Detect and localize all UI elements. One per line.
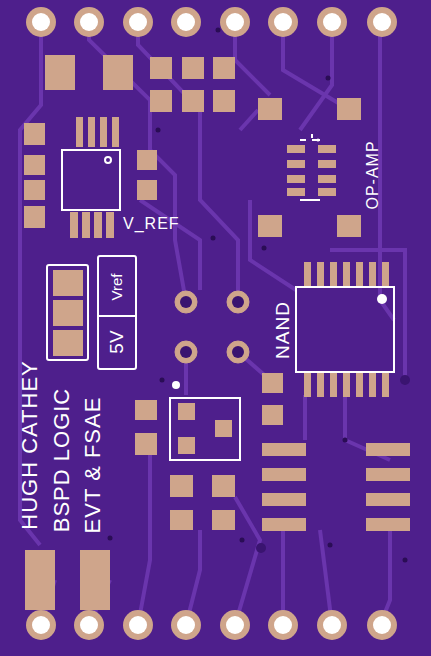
vias [88, 28, 408, 563]
ic-pin [330, 262, 337, 287]
drill-hole [274, 616, 292, 634]
header-pad [123, 7, 153, 37]
component-label: V_REF [123, 215, 180, 232]
header-pad [26, 610, 56, 640]
component-label: OP-AMP [364, 140, 381, 209]
drill-hole [323, 616, 341, 634]
through-hole-vias [175, 291, 249, 363]
label-holder: NAND [273, 301, 293, 359]
ic-pin [382, 372, 389, 397]
voltage-label: 5V [106, 330, 127, 353]
ic-pin [369, 262, 376, 287]
ic-pin [369, 372, 376, 397]
header-pad [317, 7, 347, 37]
label-holder: HUGH CATHEY [19, 360, 41, 530]
drill-hole [323, 13, 341, 31]
ic-pin [304, 372, 311, 397]
label-holder: V_REF [123, 215, 180, 233]
drill-hole [80, 13, 98, 31]
drill-hole [32, 616, 50, 634]
drill-hole [274, 13, 292, 31]
header-pad [268, 7, 298, 37]
ref-label: Vref [108, 273, 125, 300]
header-pad [367, 610, 397, 640]
ic-pin [317, 262, 324, 287]
component-label: NAND [272, 301, 293, 359]
drill-hole [177, 616, 195, 634]
ic-pin [356, 262, 363, 287]
label-holder: BSPD LOGIC [51, 388, 73, 532]
header-pad [220, 7, 250, 37]
header-pins [26, 7, 397, 640]
header-pad [268, 610, 298, 640]
header-pad [171, 610, 201, 640]
board-title: BSPD LOGIC [49, 388, 74, 532]
drill-hole [373, 13, 391, 31]
drill-hole [226, 616, 244, 634]
header-pad [26, 7, 56, 37]
divider [99, 315, 135, 317]
drill-hole [80, 616, 98, 634]
designer-name: HUGH CATHEY [17, 360, 42, 530]
copper-traces [20, 22, 405, 625]
label-holder: OP-AMP [364, 140, 382, 209]
text-holder: 5V [107, 330, 127, 353]
drill-hole [226, 13, 244, 31]
drill-hole [129, 13, 147, 31]
ic-pin [330, 372, 337, 397]
project-name: EVT & FSAE [80, 397, 105, 534]
ic-pin [343, 262, 350, 287]
drill-hole [177, 13, 195, 31]
label-holder: EVT & FSAE [82, 397, 104, 534]
ic-pin [304, 262, 311, 287]
header-pad [74, 610, 104, 640]
smd-pads [24, 55, 410, 610]
text-holder: Vref [108, 273, 126, 300]
header-pad [220, 610, 250, 640]
header-pad [171, 7, 201, 37]
header-pad [317, 610, 347, 640]
jumper-box: 5V Vref [97, 255, 137, 370]
ic-pin [382, 262, 389, 287]
drill-hole [373, 616, 391, 634]
drill-hole [129, 616, 147, 634]
drill-hole [32, 13, 50, 31]
ic-pin [343, 372, 350, 397]
ic-pin [356, 372, 363, 397]
ic-pin [317, 372, 324, 397]
header-pad [74, 7, 104, 37]
header-pad [123, 610, 153, 640]
header-pad [367, 7, 397, 37]
pin1-dots [172, 139, 387, 390]
